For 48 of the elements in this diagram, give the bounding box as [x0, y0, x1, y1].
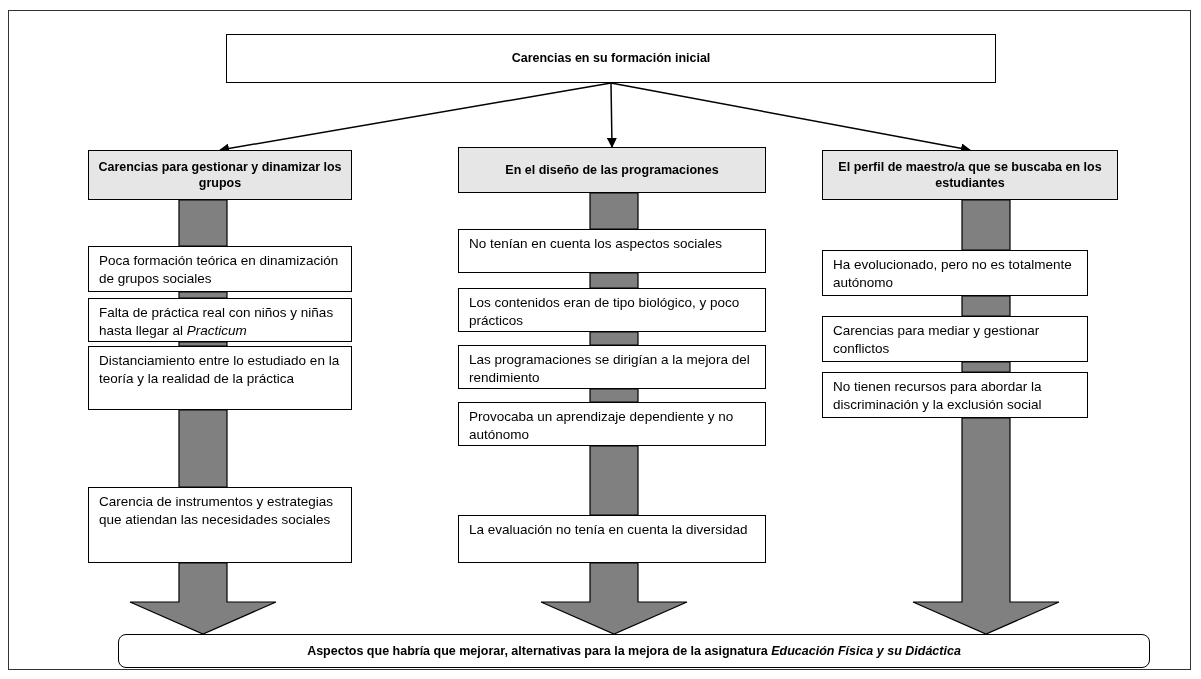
block-arrow — [540, 562, 688, 635]
node-text: Falta de práctica real con niños y niñas hasta llegar al Practicum — [99, 304, 335, 340]
category-header-box — [822, 150, 1118, 200]
node-text: Carencias en su formación inicial — [511, 50, 711, 67]
node-text: Las programaciones se dirigían a la mejora del rendimiento — [469, 351, 751, 387]
node-text: Carencia de instrumentos y estrategias que atiendan las necesidades sociales — [99, 493, 335, 529]
category-header-box — [458, 147, 766, 193]
node-text: Carencias para gestionar y dinamizar los grupos — [97, 158, 343, 192]
text-box — [822, 250, 1088, 296]
title-box — [226, 34, 996, 83]
connector-band — [961, 295, 1011, 317]
connector-band — [961, 361, 1011, 373]
connector-band — [589, 331, 639, 346]
text-box — [88, 346, 352, 410]
text-box — [822, 372, 1088, 418]
connector-band — [589, 192, 639, 230]
node-text: Aspectos que habría que mejorar, alternativas para la mejora de la asignatura Educación Física y su Didáctica — [307, 642, 961, 660]
node-text: El perfil de maestro/a que se buscaba en los estudiantes — [837, 158, 1103, 192]
arrow — [606, 82, 617, 148]
conclusion-box — [118, 634, 1150, 668]
text-box — [458, 402, 766, 446]
node-text: Carencias para mediar y gestionar conflictos — [833, 322, 1041, 358]
node-text: Los contenidos eran de tipo biológico, y poco prácticos — [469, 294, 741, 330]
connector-band — [961, 199, 1011, 251]
text-box — [458, 229, 766, 273]
node-text: Provocaba un aprendizaje dependiente y no autónomo — [469, 408, 735, 444]
node-text: Poca formación teórica en dinamización de grupos sociales — [99, 252, 340, 288]
text-box — [822, 316, 1088, 362]
node-text: La evaluación no tenía en cuenta la diversidad — [469, 521, 748, 539]
connector-band — [178, 409, 228, 488]
text-box — [458, 515, 766, 563]
text-box — [458, 345, 766, 389]
node-text: En el diseño de las programaciones — [505, 161, 719, 179]
block-arrow — [129, 562, 277, 635]
block-arrow — [912, 417, 1060, 635]
connector-band — [589, 445, 639, 516]
category-header-box — [88, 150, 352, 200]
connector-band — [178, 199, 228, 247]
text-box — [458, 288, 766, 332]
node-text: Distanciamiento entre lo estudiado en la teoría y la realidad de la práctica — [99, 352, 341, 388]
text-box — [88, 246, 352, 292]
node-text: Ha evolucionado, pero no es totalmente autónomo — [833, 256, 1073, 292]
connector-band — [589, 272, 639, 289]
text-box — [88, 487, 352, 563]
text-box — [88, 298, 352, 342]
connector-band — [589, 388, 639, 403]
node-text: No tienen recursos para abordar la discriminación y la exclusión social — [833, 378, 1043, 414]
node-text: No tenían en cuenta los aspectos sociales — [469, 235, 722, 253]
